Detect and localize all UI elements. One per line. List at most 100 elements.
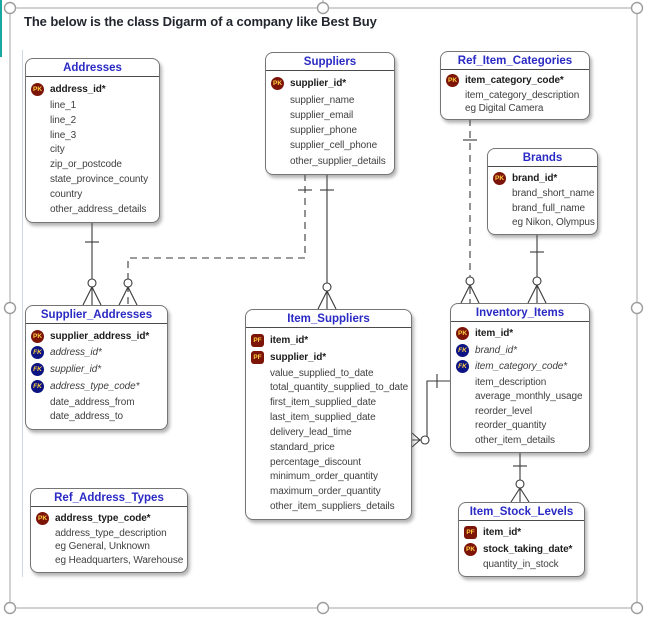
field-row: PK address_type_code* [36, 511, 184, 525]
field-label: city [50, 144, 65, 156]
primary-key-icon: PK [31, 329, 44, 343]
primary-key-icon: PK [271, 77, 284, 91]
field-row: supplier_email [271, 110, 391, 121]
field-label: item_id* [270, 334, 309, 346]
primary-key-icon: PK [36, 511, 49, 525]
field-row: eg Nikon, Olympus [493, 216, 595, 228]
resize-handle-top-left[interactable] [3, 1, 17, 15]
entity-addresses-title: Addresses [26, 59, 159, 77]
resize-handle-bottom-right[interactable] [630, 601, 644, 615]
field-label: other_item_details [475, 434, 555, 446]
relationship-addresses-supplier-addresses [82, 222, 102, 306]
field-label: address_id* [50, 83, 106, 95]
field-label: quantity_in_stock [483, 558, 559, 570]
field-label: supplier_cell_phone [290, 140, 378, 152]
resize-handle-top-right[interactable] [630, 1, 644, 15]
field-row: line_1 [31, 100, 156, 111]
primary-key-icon: PK [456, 327, 469, 341]
field-row: brand_short_name [493, 188, 594, 199]
entity-ref-address-types-fields: PK address_type_code* address_type_descri… [31, 507, 187, 572]
field-row: item_description [456, 377, 586, 388]
field-label: last_item_supplied_date [270, 412, 376, 424]
field-label: percentage_discount [270, 456, 361, 468]
field-row: date_address_to [31, 411, 164, 422]
entity-ref-address-types-title: Ref_Address_Types [31, 489, 187, 507]
resize-handle-bottom-left[interactable] [3, 601, 17, 615]
field-row: PK stock_taking_date* [464, 542, 581, 556]
field-label: item_description [475, 376, 547, 388]
field-row: reorder_quantity [456, 420, 586, 431]
field-label: total_quantity_supplied_to_date [270, 382, 409, 394]
field-label: eg Nikon, Olympus [512, 216, 595, 228]
field-row: eg Digital Camera [446, 103, 586, 114]
field-row: first_item_supplied_date [251, 397, 408, 408]
field-row: PK supplier_address_id* [31, 329, 164, 343]
field-label: stock_taking_date* [483, 543, 573, 555]
primary-key-icon: PK [446, 74, 459, 88]
field-row: value_supplied_to_date [251, 368, 408, 379]
field-label: eg Headquarters, Warehouse [55, 555, 184, 567]
relationship-suppliers-item-suppliers [317, 174, 337, 310]
field-label: line_2 [50, 114, 77, 126]
field-row: other_supplier_details [271, 156, 391, 167]
field-row: quantity_in_stock [464, 559, 581, 570]
primary-key-icon: PK [464, 542, 477, 556]
field-label: address_type_code* [55, 512, 151, 524]
resize-handle-middle-left[interactable] [3, 301, 17, 315]
entity-supplier-addresses[interactable]: Supplier_Addresses PK supplier_address_id… [25, 305, 168, 430]
field-label: other_address_details [50, 204, 147, 216]
field-label: supplier_id* [270, 351, 327, 363]
field-label: date_address_to [50, 411, 124, 423]
entity-supplier-addresses-title: Supplier_Addresses [26, 306, 167, 324]
resize-handle-top-center[interactable] [316, 1, 330, 15]
field-label: brand_id* [512, 173, 558, 185]
field-label: other_supplier_details [290, 155, 386, 167]
field-label: item_category_description [465, 89, 580, 101]
teal-accent-bar [0, 0, 2, 57]
field-row: zip_or_postcode [31, 159, 156, 170]
field-row: minimum_order_quantity [251, 471, 408, 482]
field-label: brand_short_name [512, 188, 595, 200]
field-row: reorder_level [456, 406, 586, 417]
field-row: supplier_cell_phone [271, 140, 391, 151]
resize-handle-bottom-center[interactable] [316, 601, 330, 615]
entity-inventory-items-title: Inventory_Items [451, 304, 589, 322]
field-row: FK address_type_code* [31, 379, 164, 393]
field-row: total_quantity_supplied_to_date [251, 382, 408, 393]
field-label: address_type_code* [50, 380, 140, 392]
field-label: reorder_level [475, 405, 533, 417]
field-row: average_monthly_usage [456, 391, 586, 402]
entity-ref-address-types[interactable]: Ref_Address_Types PK address_type_code* a… [30, 488, 188, 573]
resize-handle-middle-right[interactable] [630, 301, 644, 315]
field-label: maximum_order_quantity [270, 486, 381, 498]
entity-suppliers-title: Suppliers [266, 53, 394, 71]
field-row: eg Headquarters, Warehouse [36, 555, 184, 566]
field-row: supplier_phone [271, 125, 391, 136]
field-row: maximum_order_quantity [251, 486, 408, 497]
field-row: address_type_description [36, 528, 184, 539]
field-row: other_item_details [456, 435, 586, 446]
field-label: supplier_address_id* [50, 330, 150, 342]
relationship-inventory-items-item-suppliers [411, 374, 451, 448]
entity-item-suppliers-title: Item_Suppliers [246, 310, 411, 328]
field-label: supplier_name [290, 94, 355, 106]
field-label: brand_full_name [512, 202, 585, 214]
foreign-key-icon: FK [31, 379, 44, 393]
